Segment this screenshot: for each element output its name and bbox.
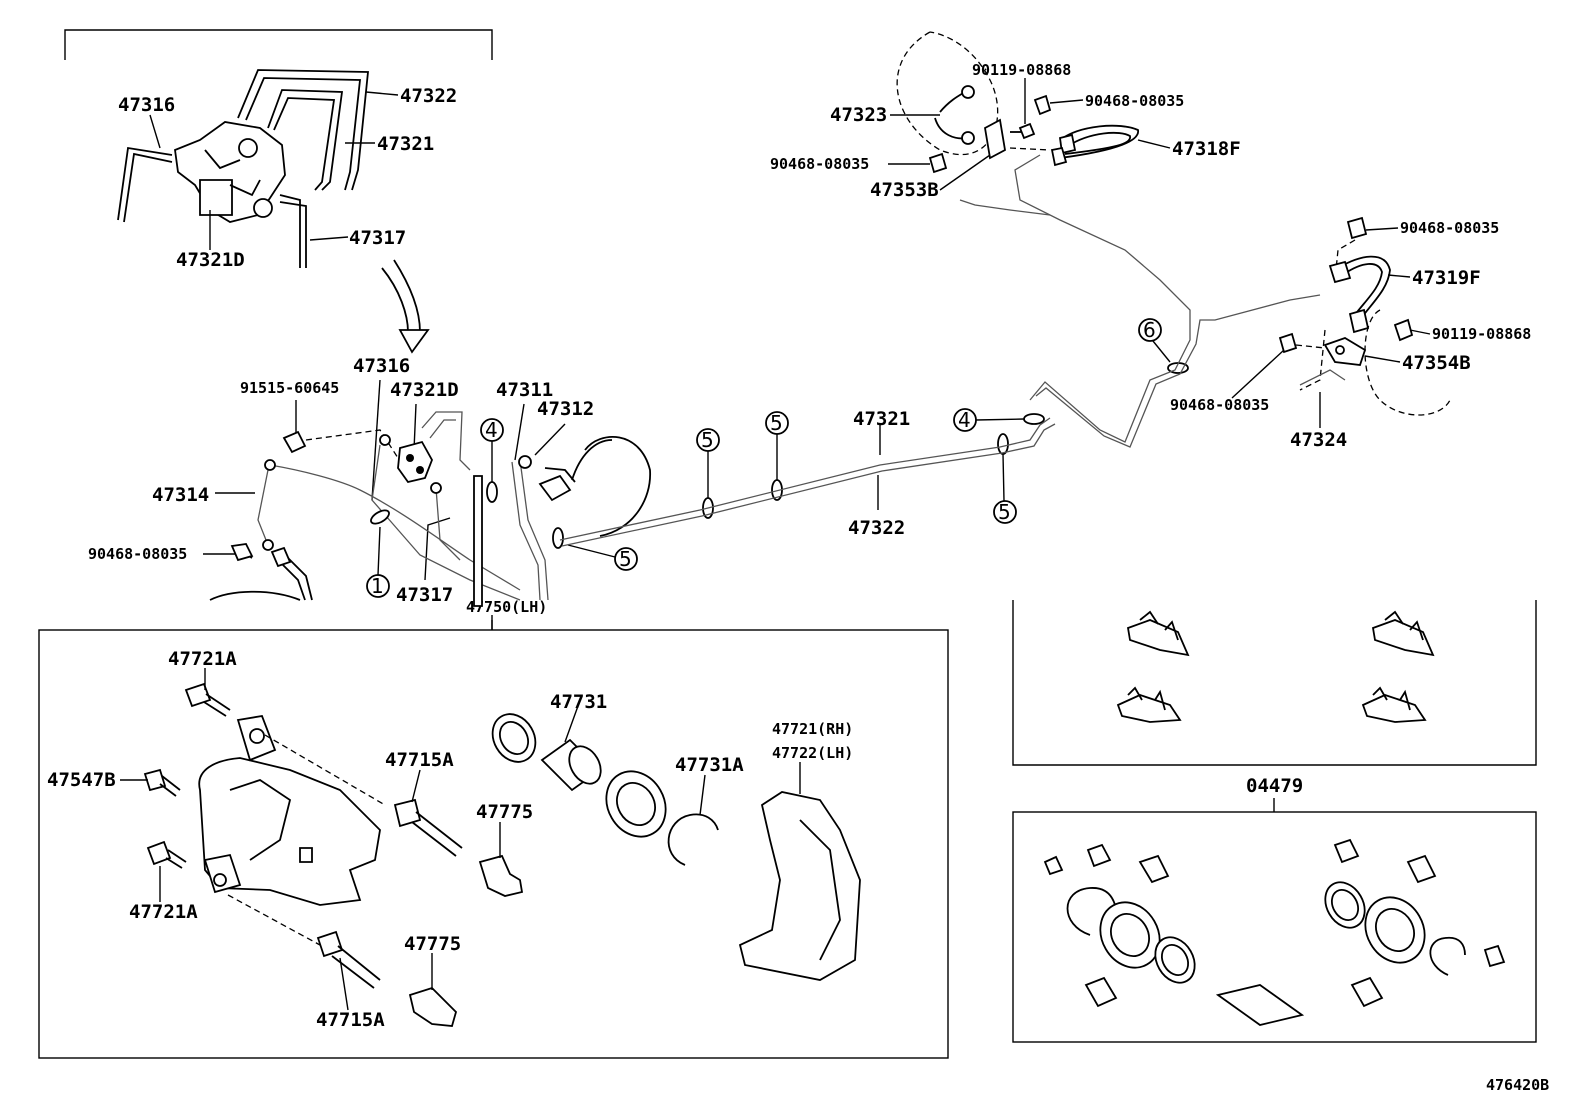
pad-clip-box <box>1012 600 1537 766</box>
label-47323: 47323 <box>830 104 887 126</box>
label-47317-mid: 47317 <box>396 584 453 606</box>
label-47322-top: 47322 <box>400 85 457 107</box>
kit-box: 04479 <box>1012 775 1537 1043</box>
label-47715A-top: 47715A <box>385 749 454 771</box>
top-right-hose-rear: 90468-08035 47319F 90119-08868 47354B 90… <box>1170 216 1531 451</box>
label-47715A-bottom: 47715A <box>316 1009 385 1031</box>
label-04479: 04479 <box>1246 775 1303 797</box>
main-brake-lines: 47321 47322 <box>559 154 1321 547</box>
label-47321-mid: 47321 <box>853 408 910 430</box>
middle-left-group: 47316 91515-60645 47321D 47311 47312 473… <box>88 355 651 630</box>
label-47321D-top: 47321D <box>176 249 245 271</box>
label-47721A-top: 47721A <box>168 648 237 670</box>
label-47721-rh: 47721(RH) <box>772 720 853 738</box>
label-47721A-bottom: 47721A <box>129 901 198 923</box>
label-90119-08868-a: 90119-08868 <box>972 61 1071 79</box>
label-90468-08035-b: 90468-08035 <box>770 155 869 173</box>
label-47321D-mid: 47321D <box>390 379 459 401</box>
label-47731: 47731 <box>550 691 607 713</box>
circle-ref-4a: 4 <box>485 418 498 442</box>
label-47312: 47312 <box>537 398 594 420</box>
circle-ref-5d: 5 <box>998 500 1011 524</box>
label-91515-60645: 91515-60645 <box>240 379 339 397</box>
label-47316-mid: 47316 <box>353 355 410 377</box>
inset-valve-group: 47316 47322 47321 47321D 47317 <box>64 29 493 354</box>
diagram-id: 476420B <box>1486 1076 1549 1094</box>
circle-ref-1: 1 <box>371 574 384 598</box>
label-47324: 47324 <box>1290 429 1347 451</box>
label-47317-top: 47317 <box>349 227 406 249</box>
label-47722-lh: 47722(LH) <box>772 744 853 762</box>
circle-ref-5c: 5 <box>770 411 783 435</box>
label-47311: 47311 <box>496 379 553 401</box>
label-47731A: 47731A <box>675 754 744 776</box>
circle-ref-6: 6 <box>1143 318 1156 342</box>
circle-ref-4b: 4 <box>958 408 971 432</box>
circle-refs: 1 4 5 5 5 5 4 6 <box>366 318 1171 598</box>
label-47322-mid: 47322 <box>848 517 905 539</box>
label-90468-08035-d: 90468-08035 <box>1170 396 1269 414</box>
label-47321-top: 47321 <box>377 133 434 155</box>
label-47354B: 47354B <box>1402 352 1471 374</box>
label-47547B: 47547B <box>47 769 116 791</box>
circle-ref-5a: 5 <box>619 547 632 571</box>
circle-ref-5b: 5 <box>701 428 714 452</box>
label-47319F: 47319F <box>1412 267 1481 289</box>
label-47316-top: 47316 <box>118 94 175 116</box>
label-90468-08035-left: 90468-08035 <box>88 545 187 563</box>
label-47318F: 47318F <box>1172 138 1241 160</box>
label-47775-top: 47775 <box>476 801 533 823</box>
label-90468-08035-a: 90468-08035 <box>1085 92 1184 110</box>
label-47353B: 47353B <box>870 179 939 201</box>
label-90468-08035-c: 90468-08035 <box>1400 219 1499 237</box>
label-47775-bottom: 47775 <box>404 933 461 955</box>
caliper-assembly-box: 47721A 47547B 47721A 47715A 47775 47731 … <box>38 620 949 1059</box>
label-47314: 47314 <box>152 484 209 506</box>
top-right-hose-front: 90119-08868 90468-08035 47323 47318F 904… <box>770 31 1241 201</box>
label-47750-lh: 47750(LH) <box>466 598 547 616</box>
label-90119-08868-b: 90119-08868 <box>1432 325 1531 343</box>
